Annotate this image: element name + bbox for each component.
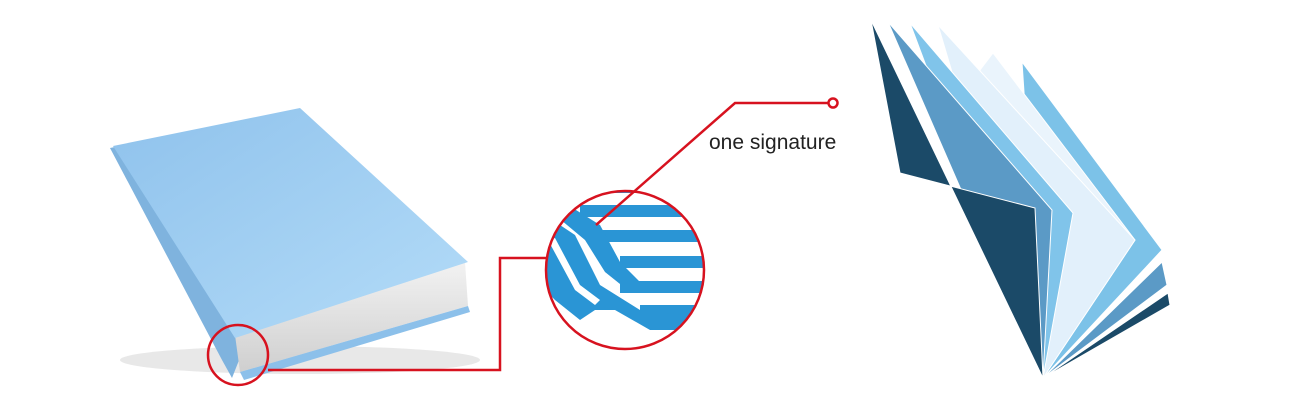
one-signature-label: one signature [709,131,837,154]
hardcover-book [110,108,480,380]
signature-pointer-line [595,101,828,226]
connector-line [268,256,547,372]
pointer-end-dot [827,97,839,109]
signature-fan [870,19,1171,380]
callout-lines [206,97,839,387]
spine-highlight-circle [206,323,270,387]
magnifier-circle [544,189,706,351]
signature-closeup [544,189,706,351]
